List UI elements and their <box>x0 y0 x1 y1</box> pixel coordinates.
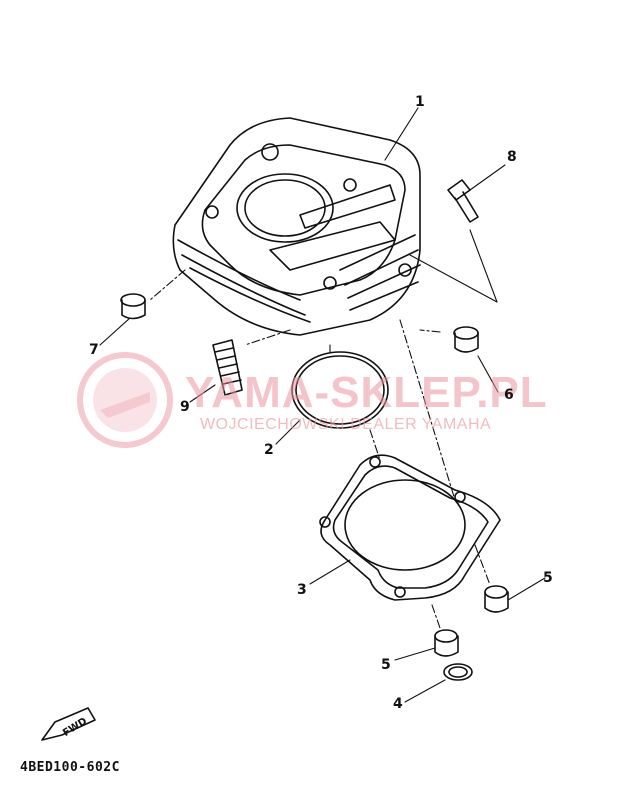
o-ring <box>291 351 389 429</box>
bolt <box>447 179 479 223</box>
callout-5-upper: 5 <box>543 570 553 586</box>
callout-5-lower: 5 <box>381 657 391 673</box>
callout-1: 1 <box>415 94 425 110</box>
part-code: 4BED100-602C <box>20 760 120 775</box>
circlip <box>443 663 473 681</box>
dowel-pin-lower <box>434 629 459 657</box>
callout-3: 3 <box>297 582 307 598</box>
callout-6: 8 <box>507 149 517 165</box>
watermark-brand: YAMA-SKLEP.PL <box>185 368 548 417</box>
dowel-pin-upper <box>484 585 509 613</box>
cylinder-block <box>172 117 421 336</box>
callout-8: 9 <box>180 399 190 415</box>
plug-9 <box>453 326 479 353</box>
stud-8 <box>212 339 243 396</box>
watermark-logo <box>77 352 173 448</box>
callout-2: 2 <box>264 442 274 458</box>
callout-9: 6 <box>504 387 514 403</box>
fwd-arrow <box>41 707 96 741</box>
callout-7: 7 <box>89 342 99 358</box>
callout-4: 4 <box>393 696 403 712</box>
plug-7 <box>120 293 146 320</box>
watermark-tagline: WOJCIECHOWSKI DEALER YAMAHA <box>200 416 492 433</box>
cylinder-gasket <box>319 454 501 601</box>
